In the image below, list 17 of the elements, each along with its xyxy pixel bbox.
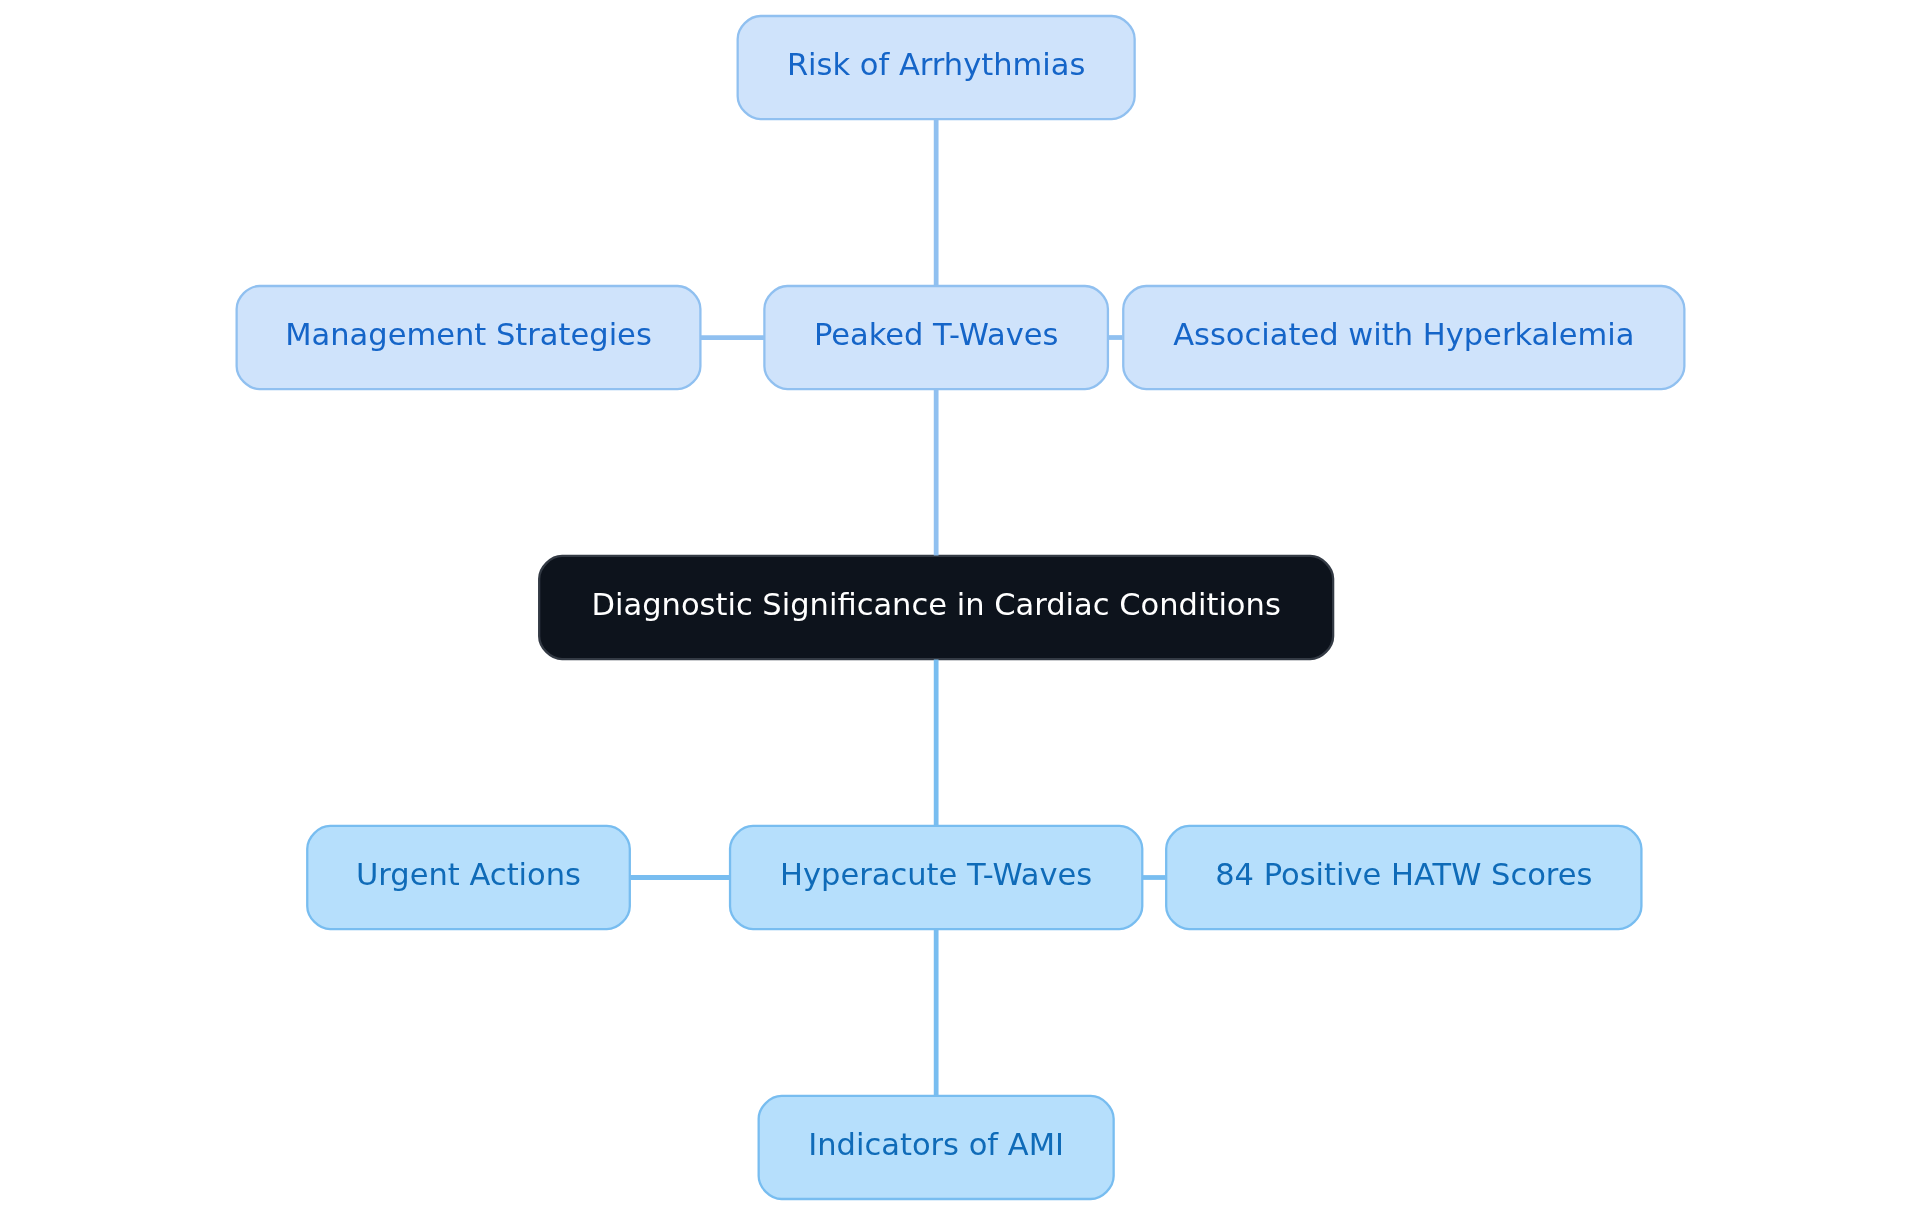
node-box: Urgent Actions (305, 824, 631, 931)
node-box: Hyperacute T-Waves (728, 824, 1143, 931)
node-box: 84 Positive HATW Scores (1164, 824, 1643, 931)
connector (1107, 335, 1122, 340)
connector (933, 119, 939, 286)
node-box: Risk of Arrhythmias (736, 14, 1136, 121)
node-box: Peaked T-Waves (762, 284, 1109, 391)
connector (700, 335, 764, 340)
connector (933, 659, 939, 826)
node-box: Management Strategies (235, 284, 702, 391)
connector (933, 929, 939, 1096)
connector (1142, 875, 1165, 880)
node-box: Diagnostic Significance in Cardiac Conditions (537, 554, 1334, 661)
connector (629, 875, 730, 880)
node-box: Indicators of AMI (757, 1094, 1115, 1201)
node-box: Associated with Hyperkalemia (1121, 284, 1685, 391)
connector (933, 389, 939, 556)
